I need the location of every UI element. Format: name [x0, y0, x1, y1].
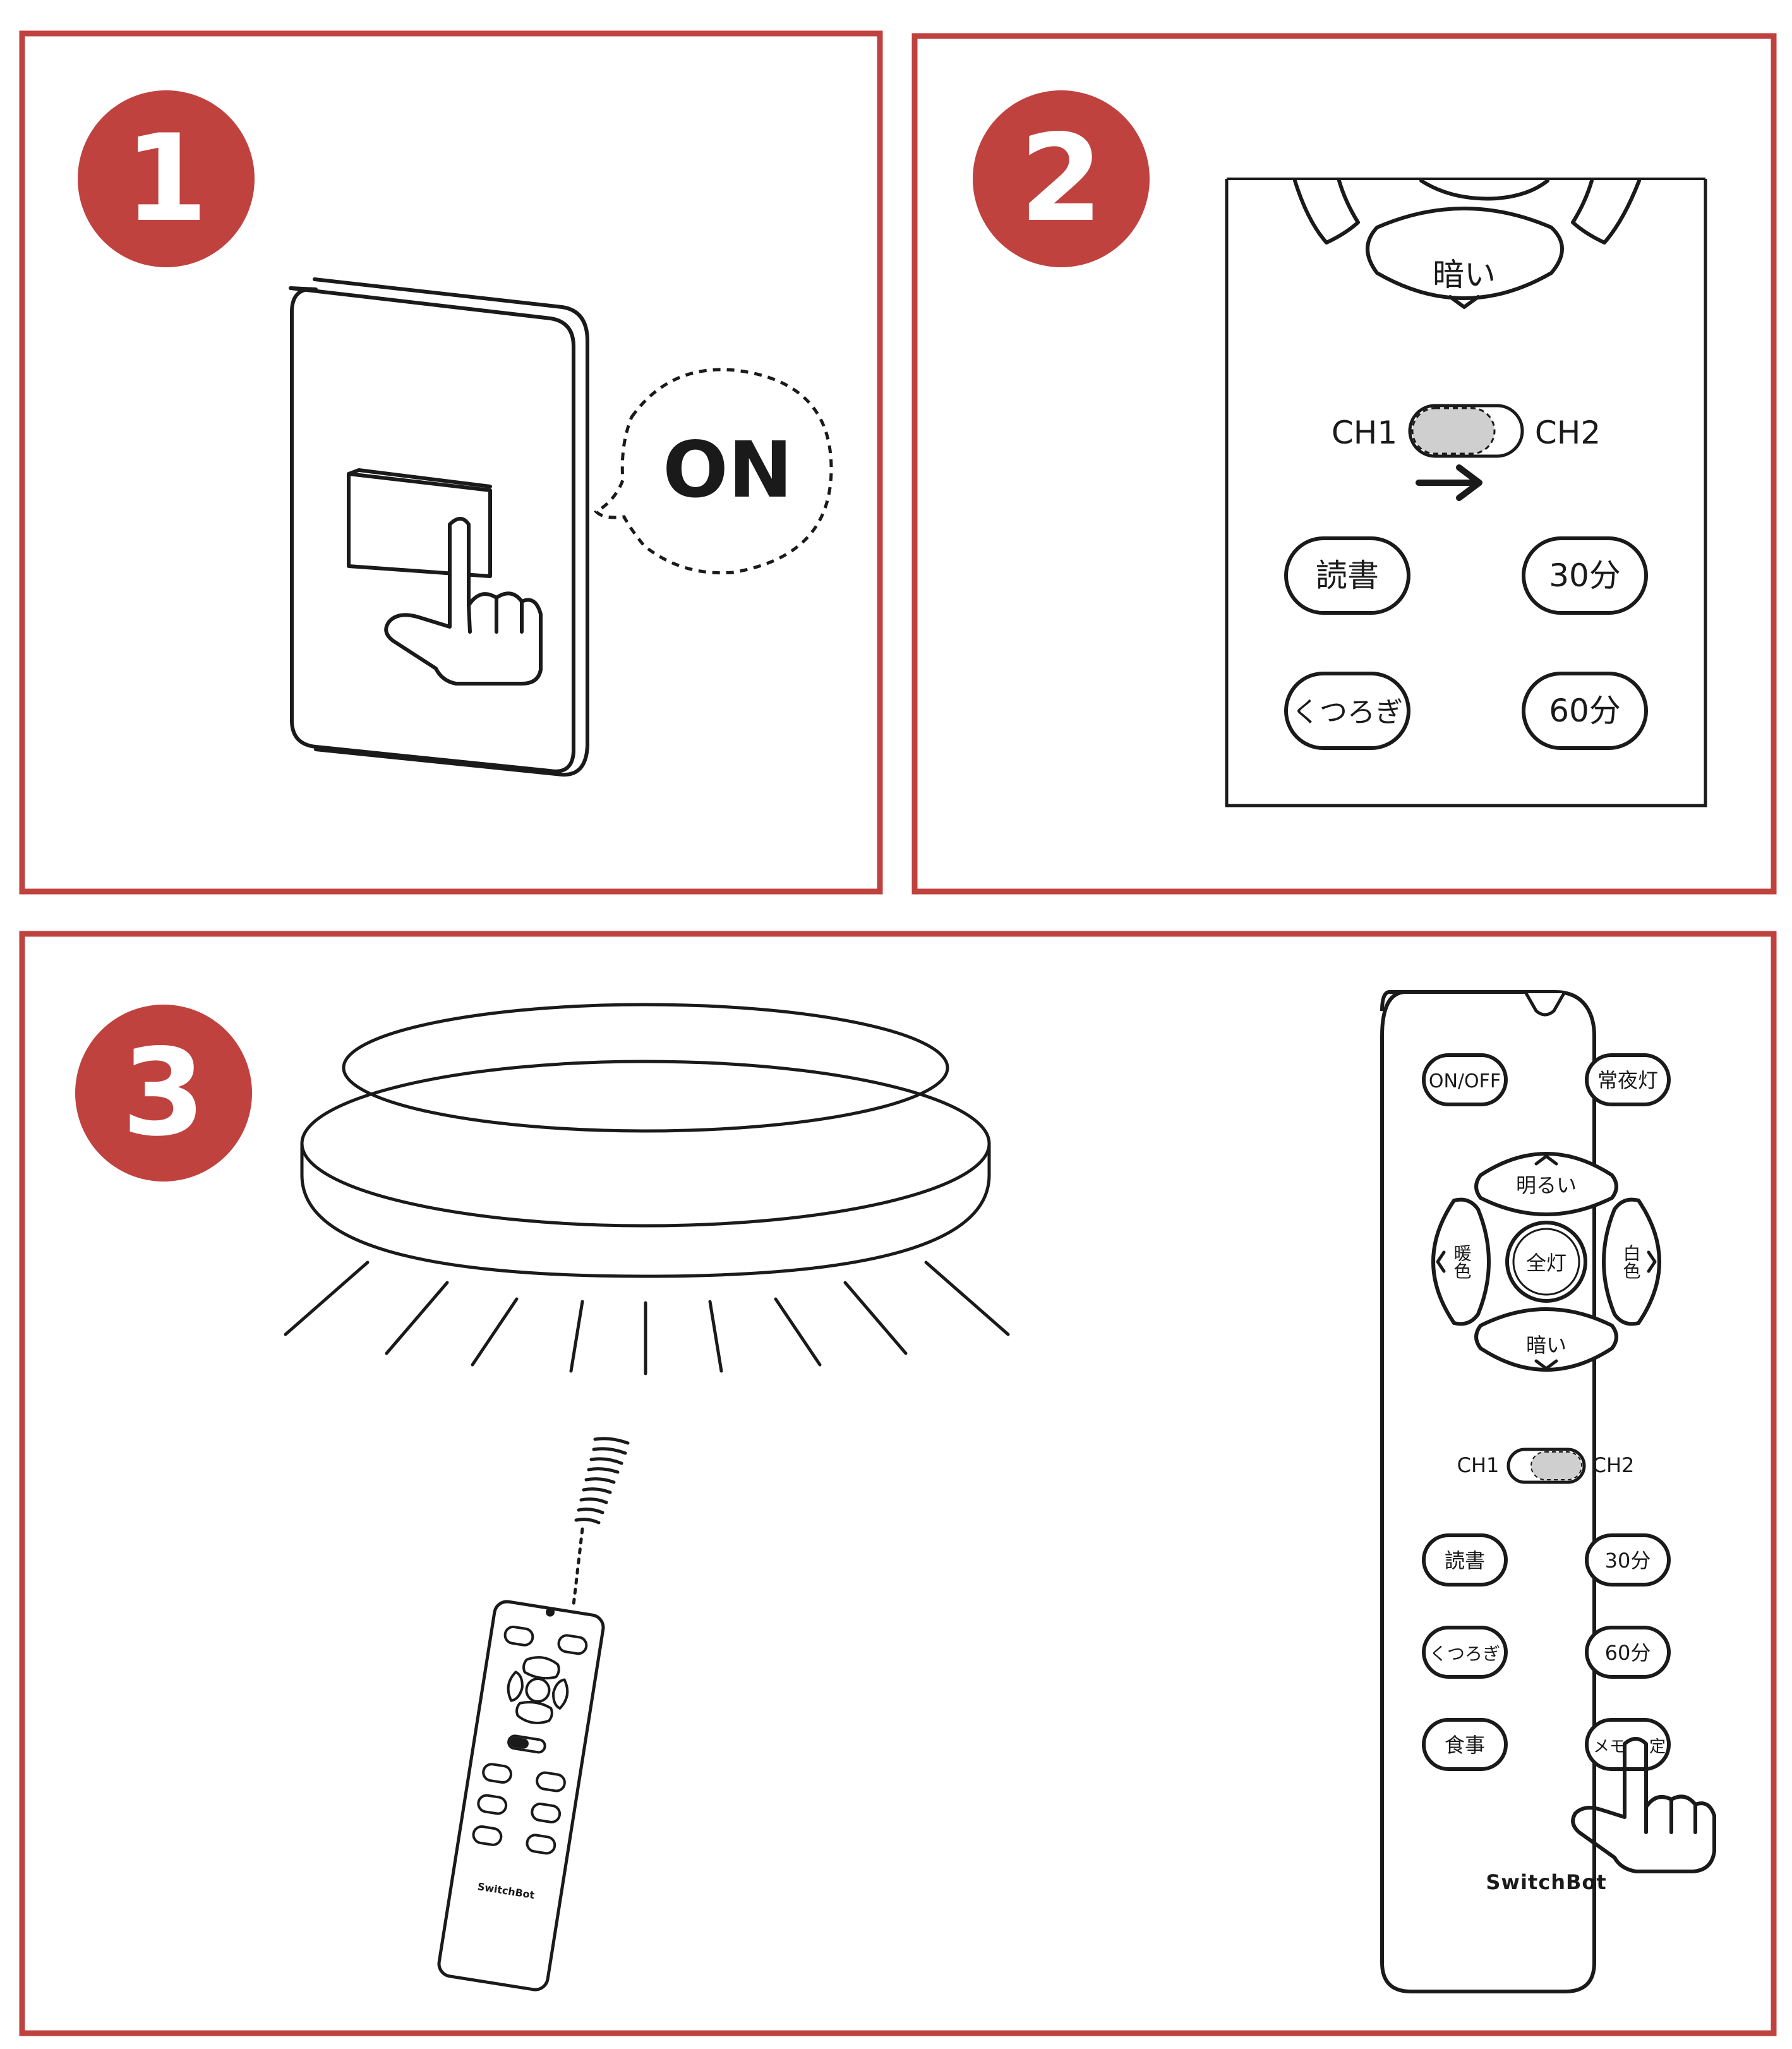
remote-brighter-button[interactable]: 明るい	[1474, 1152, 1618, 1216]
remote-relax-button[interactable]: くつろぎ	[1422, 1626, 1508, 1679]
remote-dpad: 明るい 暗い 暖色 白色 全灯	[1431, 1152, 1661, 1372]
remote-on-off-label: ON/OFF	[1429, 1070, 1501, 1092]
remote-channel-toggle[interactable]	[1506, 1448, 1586, 1484]
step-badge-1: 1	[78, 90, 255, 267]
panel-3-frame	[19, 931, 1777, 2036]
closeup-relax-label: くつろぎ	[1292, 696, 1403, 728]
remote-relax-label: くつろぎ	[1429, 1643, 1500, 1664]
step-badge-3: 3	[75, 1005, 252, 1182]
remote-reading-label: 読書	[1445, 1549, 1485, 1573]
remote-brighter-label: 明るい	[1516, 1173, 1577, 1197]
remote-cool-label: 白色	[1621, 1244, 1642, 1279]
remote-night-light-label: 常夜灯	[1597, 1068, 1658, 1092]
wall-switch-plate	[289, 286, 575, 773]
remote-ch1-label: CH1	[1457, 1453, 1500, 1477]
remote-dimmer-button[interactable]: 暗い	[1474, 1307, 1618, 1372]
panel-1-frame	[19, 30, 883, 895]
remote-ch2-label: CH2	[1592, 1453, 1635, 1477]
bubble-on-text: ON	[663, 425, 793, 515]
closeup-channel-toggle[interactable]	[1408, 404, 1524, 458]
panel-2-frame	[911, 33, 1777, 895]
closeup-ch2-label: CH2	[1535, 414, 1601, 451]
chevron-right-icon	[1647, 1250, 1657, 1273]
rocker-switch	[347, 472, 492, 578]
remote-reading-button[interactable]: 読書	[1422, 1533, 1508, 1587]
remote-brand: SwitchBot	[1486, 1870, 1606, 1894]
step-number-3: 3	[122, 1023, 205, 1163]
closeup-60min-button[interactable]: 60分	[1522, 672, 1648, 750]
pressing-hand-icon	[1571, 1737, 1716, 1873]
remote-large: ON/OFF 常夜灯 明るい 暗い 暖色	[1380, 989, 1716, 1993]
step-number-1: 1	[124, 109, 208, 248]
step-number-2: 2	[1019, 109, 1103, 248]
remote-30min-button[interactable]: 30分	[1585, 1533, 1671, 1587]
closeup-dimmer-button[interactable]	[1366, 207, 1564, 300]
remote-full-light-button[interactable]: 全灯	[1505, 1221, 1587, 1303]
closeup-30min-label: 30分	[1549, 557, 1621, 594]
light-rays	[284, 1260, 1010, 1375]
small-remote: SwitchBot	[437, 1600, 605, 1992]
arrow-right-icon	[1416, 464, 1482, 501]
ceiling-light	[300, 1003, 991, 1278]
chevron-up-icon	[1534, 1154, 1558, 1166]
pointing-hand-icon	[384, 517, 543, 686]
speech-bubble: ON	[593, 368, 833, 575]
wall-switch	[289, 277, 589, 777]
remote-ir-notch	[1524, 992, 1566, 1017]
chevron-left-icon	[1436, 1250, 1446, 1273]
remote-cool-button[interactable]: 白色	[1602, 1197, 1661, 1326]
chevron-down-icon	[1534, 1359, 1558, 1370]
closeup-relax-button[interactable]: くつろぎ	[1284, 672, 1410, 750]
remote-full-light-label: 全灯	[1526, 1251, 1566, 1275]
signal-waves	[572, 1437, 630, 1607]
closeup-60min-label: 60分	[1549, 692, 1621, 729]
remote-closeup: 暗い CH1 CH2 読書 30分 くつろぎ 60分	[1225, 178, 1707, 807]
remote-meal-button[interactable]: 食事	[1422, 1718, 1508, 1771]
remote-60min-button[interactable]: 60分	[1585, 1626, 1671, 1679]
ceiling-light-face	[300, 1060, 991, 1228]
closeup-ch1-label: CH1	[1332, 414, 1397, 451]
remote-warm-label: 暖色	[1452, 1244, 1472, 1279]
remote-dimmer-label: 暗い	[1526, 1333, 1566, 1357]
remote-memory-label-tail: 定	[1649, 1738, 1666, 1756]
closeup-30min-button[interactable]: 30分	[1522, 536, 1648, 615]
remote-30min-label: 30分	[1605, 1549, 1651, 1573]
remote-60min-label: 60分	[1605, 1641, 1651, 1665]
closeup-reading-button[interactable]: 読書	[1284, 536, 1410, 615]
remote-memory-label: メモ	[1593, 1738, 1626, 1756]
closeup-dimmer-label: 暗い	[1433, 257, 1496, 293]
step-badge-2: 2	[973, 90, 1150, 267]
remote-memory-button[interactable]: メモ 定	[1585, 1718, 1671, 1771]
chevron-down-icon	[1448, 295, 1480, 309]
closeup-reading-label: 読書	[1316, 557, 1379, 594]
remote-warm-button[interactable]: 暖色	[1431, 1197, 1491, 1326]
remote-meal-label: 食事	[1445, 1733, 1485, 1757]
remote-night-light-button[interactable]: 常夜灯	[1585, 1053, 1671, 1106]
remote-on-off-button[interactable]: ON/OFF	[1422, 1053, 1508, 1106]
